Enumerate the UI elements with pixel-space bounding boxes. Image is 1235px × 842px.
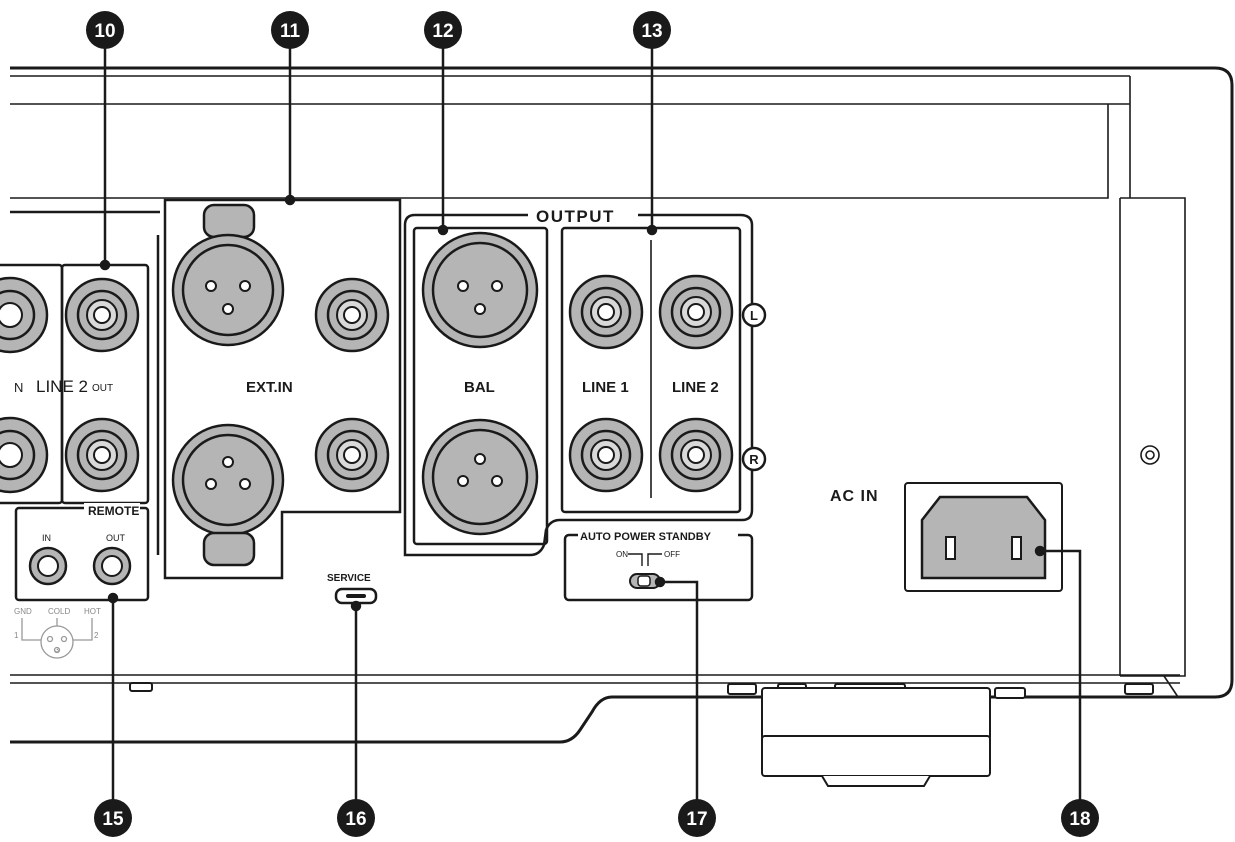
remote-label: REMOTE: [88, 504, 139, 518]
auto-power-standby-panel: AUTO POWER STANDBY ON OFF: [563, 528, 754, 602]
callout-10-number: 10: [94, 21, 115, 42]
callout-16: 16: [337, 799, 375, 837]
pin-cold-label: COLD: [48, 607, 70, 616]
switch-off-label: OFF: [664, 550, 680, 559]
chassis-feet: [129, 682, 1154, 787]
callout-18: 18: [1061, 799, 1099, 837]
xlr-jack-top-icon: [171, 203, 285, 347]
service-port: SERVICE: [327, 573, 378, 605]
rca-out-jack-top-icon: [64, 277, 140, 353]
line2-rca-l-icon: [658, 274, 734, 350]
channel-l-badge: L: [741, 302, 767, 328]
callout-12: 12: [424, 11, 462, 49]
callout-11-number: 11: [280, 21, 301, 42]
xlr-pin-diagram: GND COLD HOT 1 2 3: [14, 607, 101, 659]
ac-in-section: AC IN: [830, 482, 1063, 592]
line1-rca-l-icon: [568, 274, 644, 350]
callout-17-number: 17: [686, 809, 707, 830]
screw-icon: [1140, 445, 1160, 465]
callout-13: 13: [633, 11, 671, 49]
power-inlet-icon: [920, 495, 1047, 580]
remote-out-jack-icon: [92, 546, 132, 586]
rca-jack-icon: [0, 276, 49, 354]
auto-power-standby-label: AUTO POWER STANDBY: [580, 531, 712, 543]
callout-16-number: 16: [345, 809, 366, 830]
callout-10: 10: [86, 11, 124, 49]
output-panel: OUTPUT BAL: [403, 207, 767, 557]
ext-in-panel: EXT.IN: [163, 198, 402, 580]
line1-label: LINE 1: [582, 379, 629, 396]
callout-13-number: 13: [641, 21, 662, 42]
ac-in-label: AC IN: [830, 488, 879, 505]
bal-xlr-top-icon: [421, 231, 539, 349]
pin-1-label: 1: [14, 631, 19, 640]
bal-xlr-bottom-icon: [421, 418, 539, 536]
ext-in-label: EXT.IN: [246, 379, 293, 396]
xlr-jack-bottom-icon: [171, 423, 285, 567]
chassis: [10, 66, 1234, 744]
rca-jack-icon: [0, 416, 49, 494]
channel-r-label: R: [749, 452, 759, 467]
pin-2-label: 2: [94, 631, 99, 640]
remote-panel: REMOTE IN OUT: [14, 503, 150, 602]
callout-18-number: 18: [1069, 809, 1090, 830]
pin-hot-label: HOT: [84, 607, 101, 616]
pin-3-label: 3: [55, 647, 59, 654]
chassis-detail-lines: [10, 75, 1186, 698]
remote-in-jack-icon: [28, 546, 68, 586]
in-label-cut: N: [14, 380, 23, 395]
ext-in-rca-top-icon: [314, 277, 390, 353]
line2-label: LINE 2: [672, 379, 719, 396]
callout-leader-lines: [99, 45, 1082, 805]
remote-out-label: OUT: [106, 533, 126, 543]
callout-15-number: 15: [102, 809, 124, 830]
line1-rca-r-icon: [568, 417, 644, 493]
standby-toggle-switch[interactable]: [629, 573, 661, 589]
callout-17: 17: [678, 799, 716, 837]
channel-r-badge: R: [741, 446, 767, 472]
line2-rca-r-icon: [658, 417, 734, 493]
pin-gnd-label: GND: [14, 607, 32, 616]
switch-on-label: ON: [616, 550, 628, 559]
bal-label: BAL: [464, 379, 495, 396]
remote-in-label: IN: [42, 533, 51, 543]
output-label: OUTPUT: [536, 207, 615, 226]
channel-l-label: L: [750, 308, 758, 323]
rca-out-jack-bottom-icon: [64, 417, 140, 493]
out-label: OUT: [92, 383, 113, 394]
callout-11: 11: [271, 11, 309, 49]
callout-15: 15: [94, 799, 132, 837]
line2-left-label: LINE 2: [36, 377, 88, 396]
ext-in-rca-bottom-icon: [314, 417, 390, 493]
service-label: SERVICE: [327, 573, 371, 584]
callout-12-number: 12: [432, 21, 453, 42]
